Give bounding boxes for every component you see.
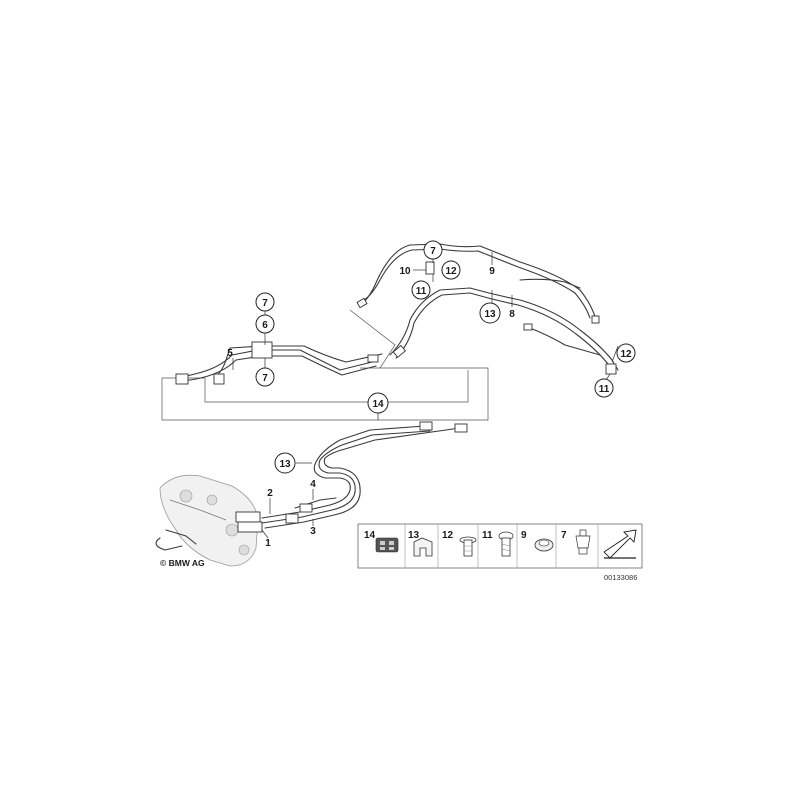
part-label-10: 10 (399, 266, 411, 277)
transmission-housing (155, 474, 263, 567)
part-label-2: 2 (267, 488, 273, 499)
part-label-8: 8 (509, 309, 515, 320)
part-label-1: 1 (265, 538, 271, 549)
part-label-13: 13 (279, 459, 291, 470)
screw-icon (498, 531, 514, 557)
upper-assembly-frame (161, 309, 489, 421)
holder-icon (413, 537, 433, 557)
part-label-9: 9 (489, 266, 495, 277)
parts-legend: 14 13 12 11 9 (357, 523, 643, 569)
part-labels: 7 6 7 5 7 10 12 11 9 13 8 12 11 14 13 2 … (227, 246, 632, 549)
arrow-icon (603, 529, 637, 559)
callout-circles (255, 240, 636, 474)
part-label-5: 5 (227, 348, 233, 359)
spring-nut-icon (575, 529, 591, 555)
leader-lines (232, 252, 619, 539)
part-label-7: 7 (262, 298, 268, 309)
part-label-11: 11 (416, 286, 427, 297)
clip-icon (375, 537, 399, 553)
part-label-12: 12 (445, 266, 457, 277)
part-label-3: 3 (310, 526, 316, 537)
part-label-12: 12 (620, 349, 632, 360)
reference-number: 00133086 (604, 573, 637, 582)
part-label-7: 7 (262, 373, 268, 384)
legend-label: 9 (521, 530, 527, 541)
grommet-icon (534, 538, 554, 552)
copyright-text: © BMW AG (160, 558, 205, 568)
part-label-4: 4 (310, 479, 316, 490)
lower-pipes (261, 421, 468, 529)
legend-label: 12 (442, 530, 454, 541)
upper-pipes (175, 243, 619, 385)
legend-label: 14 (364, 530, 376, 541)
part-label-11: 11 (599, 384, 610, 395)
part-label-7: 7 (430, 246, 436, 257)
bolt-icon (459, 536, 477, 557)
part-label-13: 13 (484, 309, 496, 320)
legend-label: 11 (482, 530, 493, 541)
part-label-14: 14 (372, 399, 384, 410)
legend-label: 13 (408, 530, 420, 541)
part-label-6: 6 (262, 320, 268, 331)
legend-label: 7 (561, 530, 567, 541)
